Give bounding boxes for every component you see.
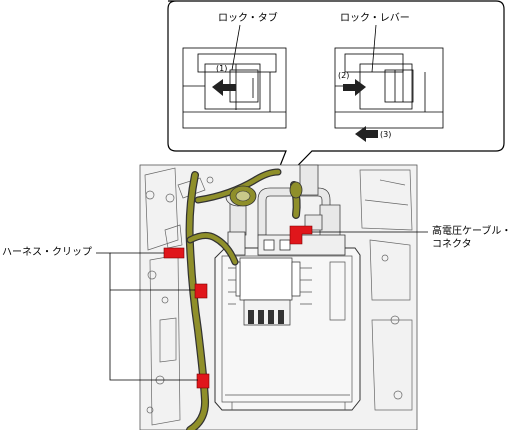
grommet <box>229 181 303 207</box>
harness-clip-3 <box>196 373 210 389</box>
hv-cable-label-line1: 高電圧ケーブル・ <box>432 226 512 237</box>
lock-lever-label: ロック・レバー <box>340 13 410 24</box>
step-1-label: (1) <box>216 64 228 73</box>
step-2-label: (2) <box>338 71 350 80</box>
lock-tab-connector <box>182 24 287 129</box>
left-arrow-icon <box>212 79 236 96</box>
harness-clip-label: ハーネス・クリップ <box>2 247 92 258</box>
wire-harness <box>185 168 301 434</box>
harness-clip-1 <box>163 247 185 259</box>
inverter-module <box>214 231 361 411</box>
lock-lever-connector <box>334 24 444 129</box>
engine-bay <box>139 164 418 434</box>
leader-lines <box>96 231 428 381</box>
harness-clip-2 <box>194 283 208 299</box>
harness-clip-markers <box>163 247 210 389</box>
step-3-label: (3) <box>380 130 392 139</box>
lock-tab-label: ロック・タブ <box>218 13 278 24</box>
hv-connector-marker <box>289 225 313 245</box>
pull-arrow-icon <box>355 126 378 142</box>
hv-cable-label-line2: コネクタ <box>432 239 472 250</box>
right-arrow-icon <box>343 79 366 96</box>
